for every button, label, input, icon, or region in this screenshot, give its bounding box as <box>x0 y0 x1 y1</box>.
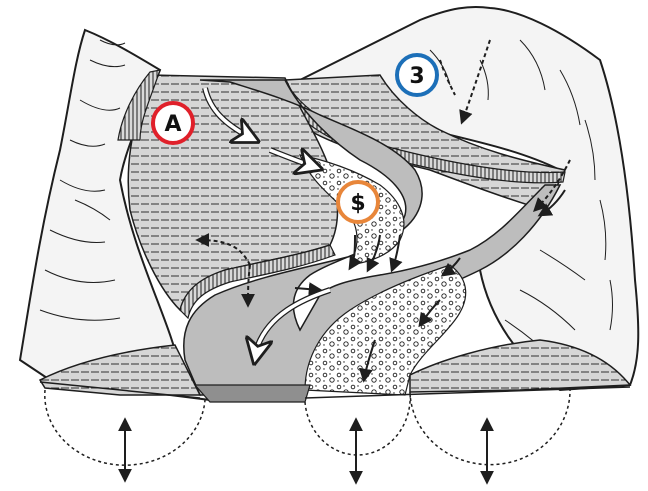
block-base <box>195 385 310 402</box>
subsidence-arcs <box>45 388 570 465</box>
marker-a[interactable]: A <box>153 103 193 143</box>
marker-three[interactable]: 3 <box>397 55 437 95</box>
marker-three-label: 3 <box>409 64 424 89</box>
marker-dollar-label: $ <box>350 191 365 216</box>
vertical-double-arrows <box>125 420 487 482</box>
marker-a-label: A <box>164 112 181 137</box>
marker-dollar[interactable]: $ <box>338 182 378 222</box>
